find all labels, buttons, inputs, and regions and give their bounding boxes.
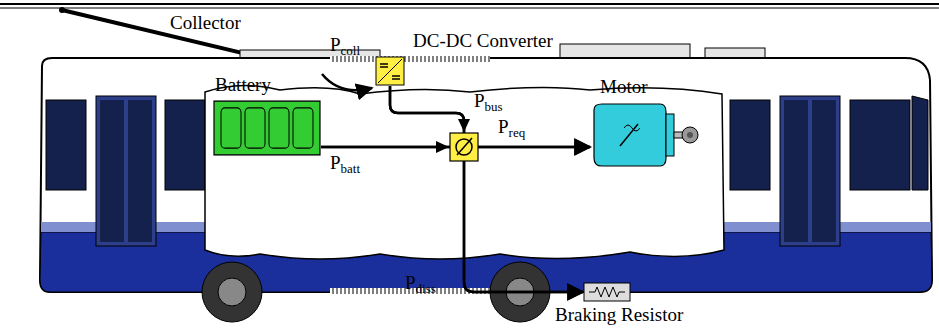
power-label: Pbus <box>474 90 503 112</box>
resistor-symbol <box>583 282 631 302</box>
node-label: DC-DC Converter <box>413 30 553 52</box>
battery-pack <box>213 100 321 156</box>
power-label: Pdiss <box>405 272 436 294</box>
converter-symbol <box>375 56 405 86</box>
power-flow-arrow <box>321 147 583 292</box>
motor-symbol <box>590 100 700 170</box>
power-label: Pcoll <box>330 34 360 56</box>
power-label: Preq <box>498 116 525 138</box>
node-label: Battery <box>215 74 271 96</box>
collector-label: Collector <box>170 12 241 34</box>
node-label: Braking Resistor <box>555 304 683 326</box>
power-label: Pbatt <box>330 152 360 174</box>
power-flow-arrow <box>390 86 590 147</box>
power-flow-arrow <box>390 86 583 292</box>
node-label: Motor <box>600 76 648 98</box>
